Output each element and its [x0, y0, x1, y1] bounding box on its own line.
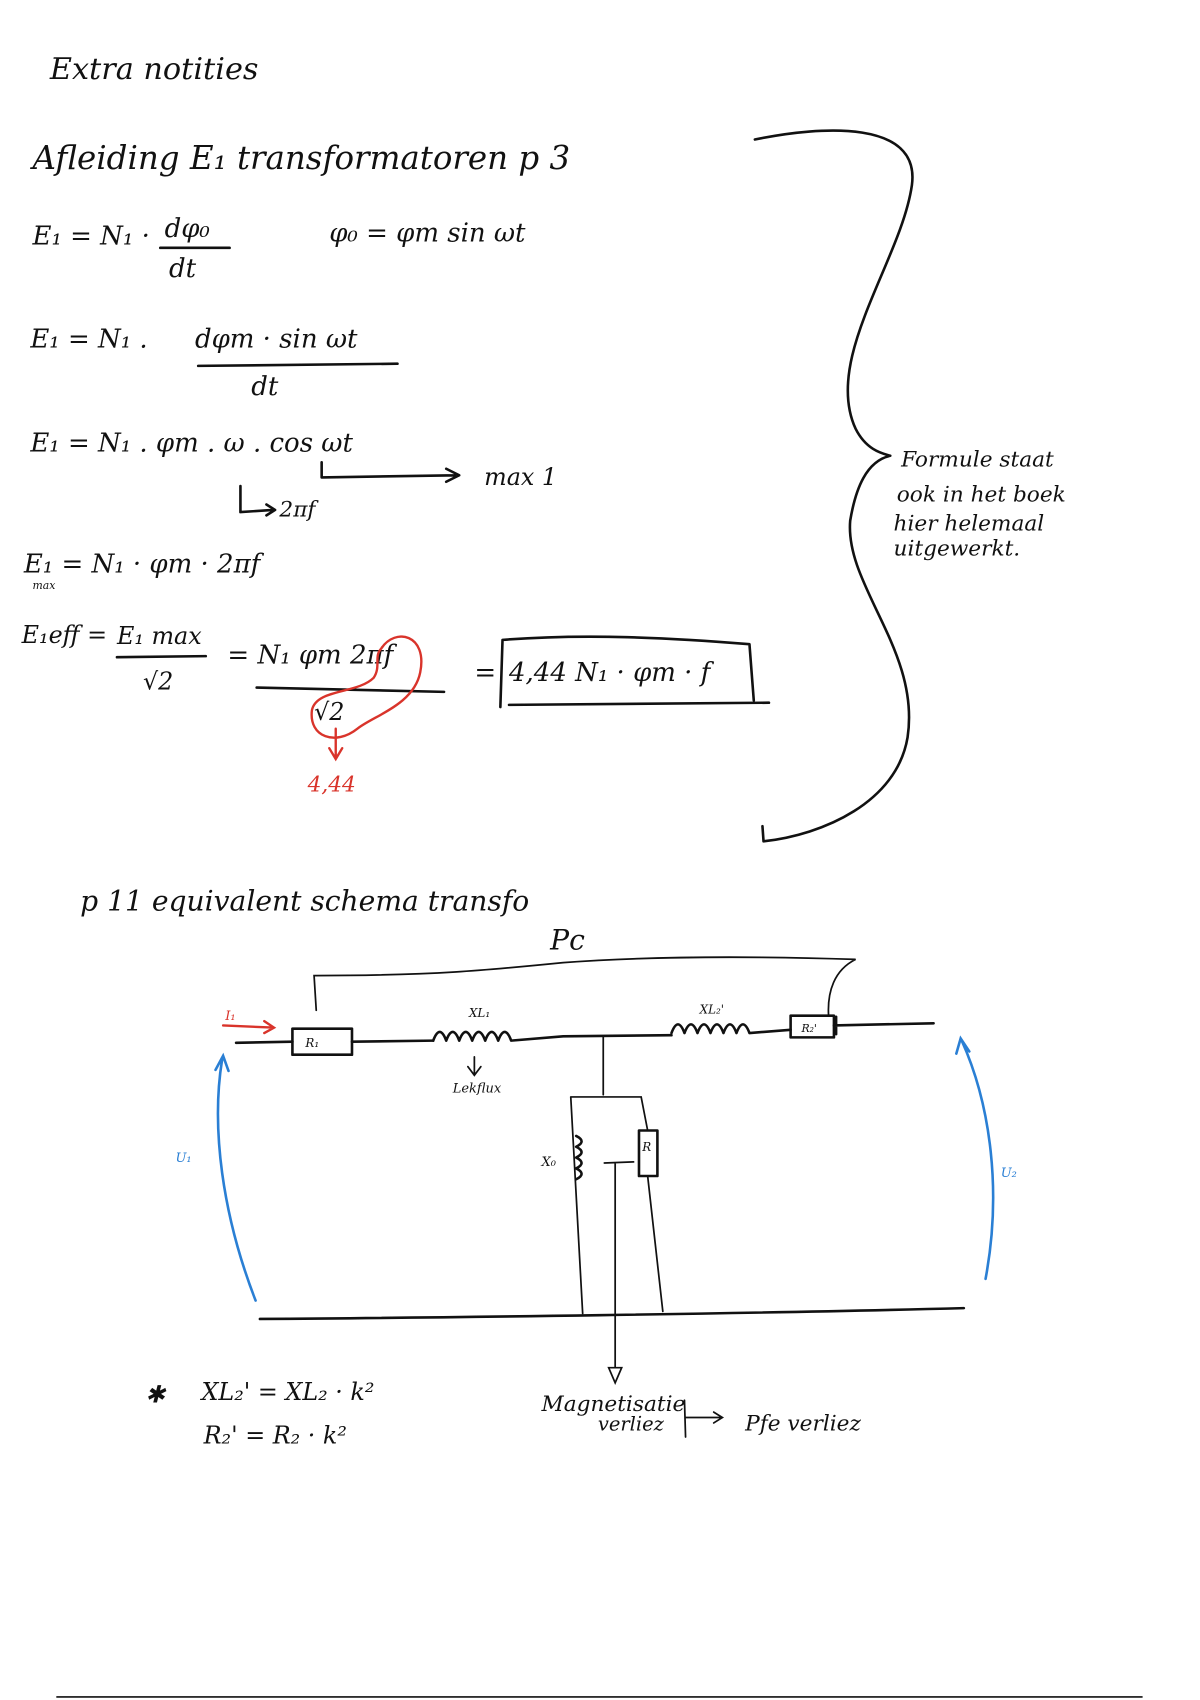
u2-label: U₂ — [1001, 1166, 1017, 1181]
omega-arrow — [239, 484, 277, 517]
red-arrow — [328, 727, 344, 762]
verliez-label: verliez — [598, 1413, 665, 1436]
derivation-heading: Afleiding E₁ transformatoren p 3 — [29, 139, 570, 177]
red-circle-annotation — [310, 635, 423, 739]
r1-label: R₁ — [304, 1036, 319, 1050]
eq2-fraction-line — [196, 362, 399, 368]
eq2-denominator: dt — [251, 372, 279, 402]
xl2-label: XL₂' — [699, 1003, 724, 1017]
result-box — [499, 635, 771, 709]
u1-arrow — [214, 1052, 257, 1302]
lekflux-arrow — [467, 1055, 482, 1077]
u2-arrow — [955, 1035, 995, 1281]
eq4: E₁ = N₁ · φm · 2πf — [23, 550, 265, 580]
curly-brace — [753, 129, 914, 843]
eq5-result: 4,44 N₁ · φm · f — [508, 658, 715, 688]
eq3-note-cos: max 1 — [484, 463, 557, 491]
pfe-arrow — [683, 1399, 725, 1438]
eq2-numerator: dφm · sin ωt — [195, 324, 358, 354]
r1-resistor — [291, 1027, 354, 1056]
x0-label: X₀ — [541, 1155, 557, 1170]
wire-secondary — [832, 1015, 935, 1036]
cos-arrow — [320, 460, 461, 484]
pfe-label: Pfe verliez — [744, 1412, 861, 1437]
eq4-subscript: max — [32, 579, 55, 592]
side-note-line-1: Formule staat — [900, 448, 1054, 473]
side-note-line-3: hier helemaal — [894, 512, 1045, 537]
x0-inductor — [574, 1134, 583, 1181]
footnote-line-1: XL₂' = XL₂ · k² — [199, 1378, 374, 1406]
r-resistor — [637, 1129, 659, 1178]
eq1-denominator: dt — [169, 254, 197, 284]
eq5-middle: = N₁ φm 2πf — [227, 641, 397, 671]
xl1-inductor — [431, 1030, 673, 1042]
eq5-fraction-line-1 — [115, 654, 208, 659]
pc-wire — [313, 956, 856, 1016]
xl2-inductor — [670, 1023, 792, 1035]
eq1-lhs: E₁ = N₁ · — [31, 222, 149, 252]
wire-bottom — [258, 1306, 966, 1321]
wire-primary — [234, 1039, 435, 1045]
eq5-denominator-1: √2 — [143, 668, 173, 696]
r2-label: R₂' — [800, 1022, 816, 1035]
eq3: E₁ = N₁ . φm . ω . cos ωt — [29, 428, 353, 458]
i1-arrow — [221, 1019, 277, 1035]
magnetisatie-arrow — [603, 1161, 635, 1386]
u1-label: U₁ — [175, 1151, 191, 1166]
lekflux-label: Lekflux — [452, 1082, 502, 1097]
eq5-denominator-2: √2 — [314, 698, 344, 726]
side-note-line-4: uitgewerkt. — [894, 536, 1021, 561]
pc-label: Pc — [549, 924, 585, 957]
eq5-lhs: E₁eff = — [21, 621, 107, 649]
eq3-note-omega: 2πf — [278, 497, 319, 522]
red-note: 4,44 — [307, 773, 356, 798]
eq5-numerator-1: E₁ max — [116, 622, 202, 650]
circuit-heading: p 11 equivalent schema transfo — [80, 885, 529, 918]
eq2-lhs: E₁ = N₁ . — [29, 324, 147, 354]
footnote-star: ✱ — [145, 1380, 167, 1408]
i1-label: I₁ — [224, 1009, 235, 1024]
shunt-branch — [569, 1035, 664, 1315]
footnote-line-2: R₂' = R₂ · k² — [203, 1422, 347, 1450]
magnetisatie-label: Magnetisatie — [541, 1392, 686, 1417]
r-label: R — [641, 1140, 651, 1154]
page-title: Extra notities — [49, 52, 259, 87]
side-note-line-2: ook in het boek — [897, 482, 1066, 507]
eq5-result-equals: = — [474, 658, 496, 688]
eq1-numerator: dφ₀ — [165, 214, 211, 244]
eq1-side: φ₀ = φm sin ωt — [329, 218, 526, 248]
xl1-label: XL₁ — [468, 1006, 490, 1020]
